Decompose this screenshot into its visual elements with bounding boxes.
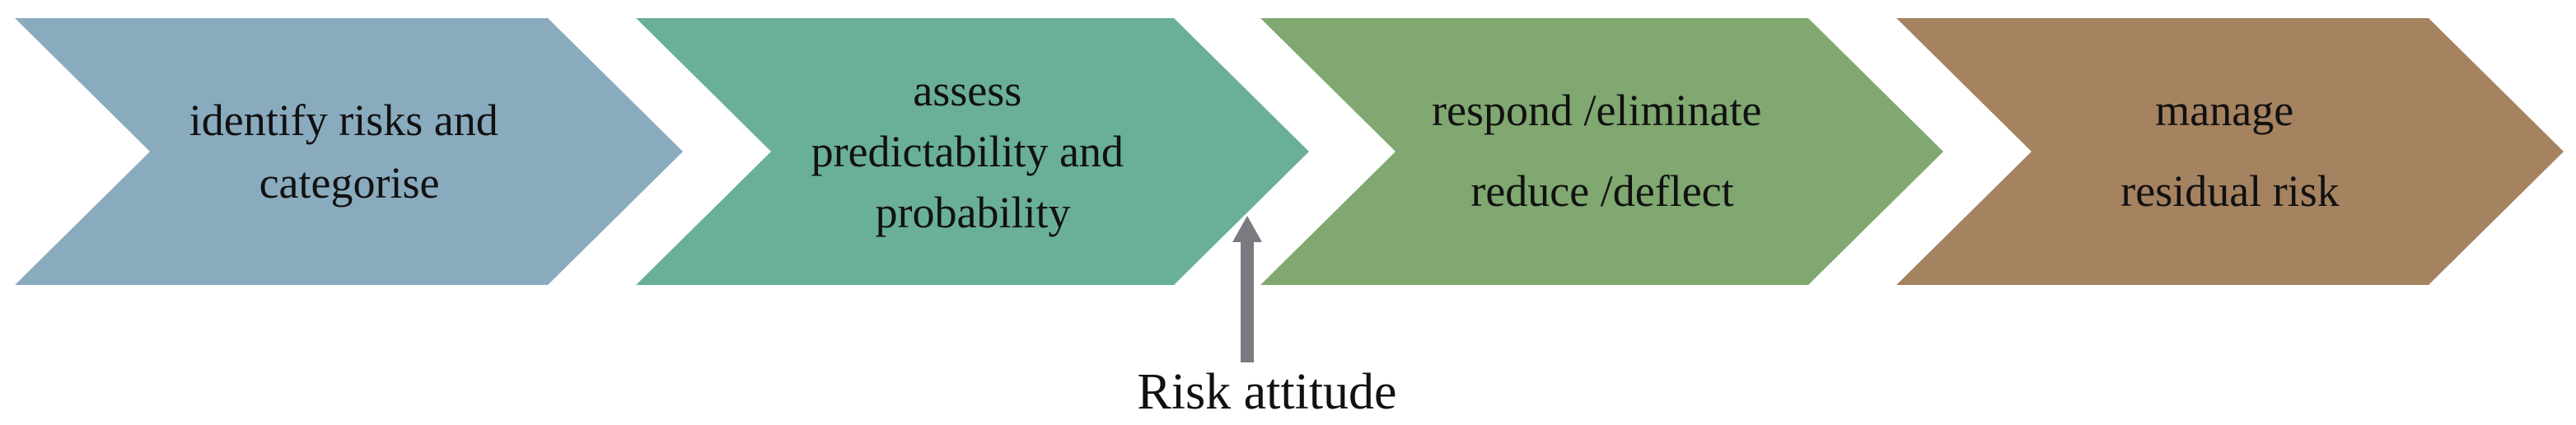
- risk-attitude-arrow-shaft: [1241, 239, 1254, 362]
- step-manage-chevron: [1896, 18, 2564, 285]
- risk-attitude-label: Risk attitude: [1137, 364, 1396, 420]
- step-assess-text: assess predictability and probability: [811, 66, 1135, 237]
- risk-attitude-arrow-head: [1232, 216, 1262, 242]
- step-assess-chevron: [636, 18, 1309, 285]
- step-respond: respond /eliminate reduce /deflect: [1260, 18, 1943, 285]
- step-identify: identify risks and categorise: [15, 18, 683, 285]
- step-respond-chevron: [1260, 18, 1943, 285]
- step-manage: manage residual risk: [1896, 18, 2564, 285]
- step-assess: assess predictability and probability: [636, 18, 1309, 285]
- step-respond-text: respond /eliminate reduce /deflect: [1432, 86, 1773, 216]
- step-identify-text: identify risks and categorise: [189, 96, 509, 208]
- step-manage-text: manage residual risk: [2120, 86, 2339, 216]
- step-identify-chevron: [15, 18, 683, 285]
- risk-attitude-arrow: [1232, 216, 1262, 362]
